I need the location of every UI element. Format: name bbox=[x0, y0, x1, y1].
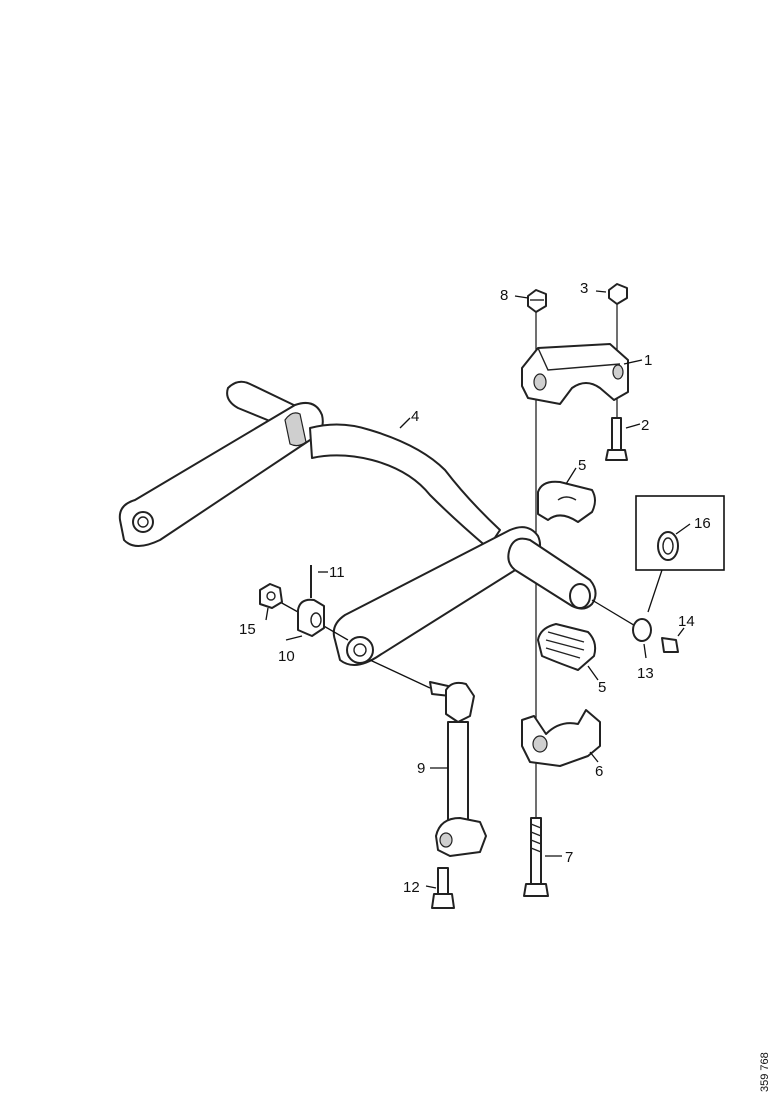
nut-15 bbox=[259, 583, 283, 609]
callout-8: 8 bbox=[500, 287, 508, 304]
nut-3 bbox=[608, 283, 628, 305]
callout-13: 13 bbox=[637, 665, 654, 682]
bolt-12 bbox=[431, 867, 455, 909]
detail-box-16 bbox=[635, 495, 725, 613]
callout-leaders bbox=[265, 290, 691, 889]
callout-11: 11 bbox=[329, 564, 345, 581]
callout-5-upper: 5 bbox=[578, 457, 586, 474]
callout-7: 7 bbox=[565, 849, 573, 866]
callout-12: 12 bbox=[403, 879, 420, 896]
lower-clamp-6 bbox=[521, 709, 601, 767]
washer-13 bbox=[632, 618, 652, 642]
document-id: 359 768 bbox=[759, 1052, 771, 1092]
bushing-upper-5 bbox=[537, 480, 596, 523]
lead-9-axis bbox=[369, 659, 431, 689]
stabilizer-bar bbox=[118, 380, 597, 666]
long-bolt-7 bbox=[523, 817, 549, 897]
drop-link-9 bbox=[429, 681, 487, 857]
callout-9: 9 bbox=[417, 760, 425, 777]
bushing-lower-5 bbox=[537, 623, 597, 671]
upper-clamp-1 bbox=[521, 343, 629, 405]
callout-4: 4 bbox=[411, 408, 419, 425]
lead-10-axis bbox=[321, 624, 349, 641]
callout-14: 14 bbox=[678, 613, 695, 630]
screw-14 bbox=[661, 637, 679, 653]
callout-10: 10 bbox=[278, 648, 295, 665]
callout-15: 15 bbox=[239, 621, 256, 638]
bolt-2 bbox=[605, 417, 628, 461]
bushing-10 bbox=[297, 598, 325, 637]
callout-16: 16 bbox=[694, 515, 711, 532]
callout-3: 3 bbox=[580, 280, 588, 297]
callout-1: 1 bbox=[644, 352, 652, 369]
callout-2: 2 bbox=[641, 417, 649, 434]
callout-5-lower: 5 bbox=[598, 679, 606, 696]
lead-15-axis bbox=[279, 601, 299, 613]
callout-6: 6 bbox=[595, 763, 603, 780]
nut-8 bbox=[527, 289, 547, 313]
